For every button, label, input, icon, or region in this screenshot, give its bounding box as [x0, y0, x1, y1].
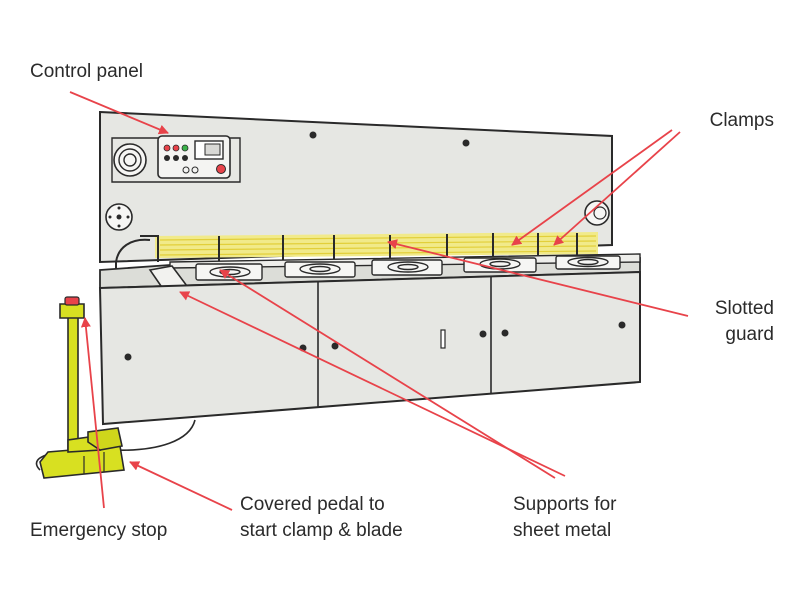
control-panel [157, 135, 231, 179]
label-emergency-stop: Emergency stop [30, 520, 168, 541]
label-covered-pedal: Covered pedal to start clamp & blade [240, 492, 403, 544]
hose [115, 238, 151, 270]
arrow-clamps-2 [553, 131, 681, 246]
machine-cabinet [98, 270, 641, 426]
label-slotted-guard-line2: guard [725, 324, 774, 345]
label-supports-line1: Supports for [513, 494, 617, 515]
arrow-pedal [129, 461, 233, 511]
right-roller [584, 200, 610, 226]
arrow-control-panel [69, 91, 169, 135]
emergency-stop-button [64, 296, 80, 306]
machine-back-panel [99, 110, 613, 270]
arrow-clamps-1 [511, 129, 673, 246]
label-covered-pedal-line2: start clamp & blade [240, 520, 403, 541]
arrow-supports-2 [179, 291, 566, 477]
annotation-arrows [69, 91, 689, 511]
label-control-panel: Control panel [30, 61, 144, 82]
left-roller [105, 203, 133, 231]
label-supports-line2: sheet metal [513, 520, 612, 541]
label-slotted-guard: Slotted guard [660, 296, 774, 348]
label-covered-pedal-line1: Covered pedal to [240, 494, 385, 515]
clamp-discs [209, 256, 609, 278]
arrow-emergency-stop [80, 317, 105, 509]
label-slotted-guard-line1: Slotted [714, 298, 774, 319]
emergency-stop-post [59, 296, 85, 453]
foot-pedal [39, 427, 125, 479]
label-supports: Supports for sheet metal [513, 492, 617, 544]
label-clamps: Clamps [709, 110, 774, 131]
arrow-slotted-guard [387, 239, 689, 317]
arrow-supports-1 [219, 269, 556, 479]
